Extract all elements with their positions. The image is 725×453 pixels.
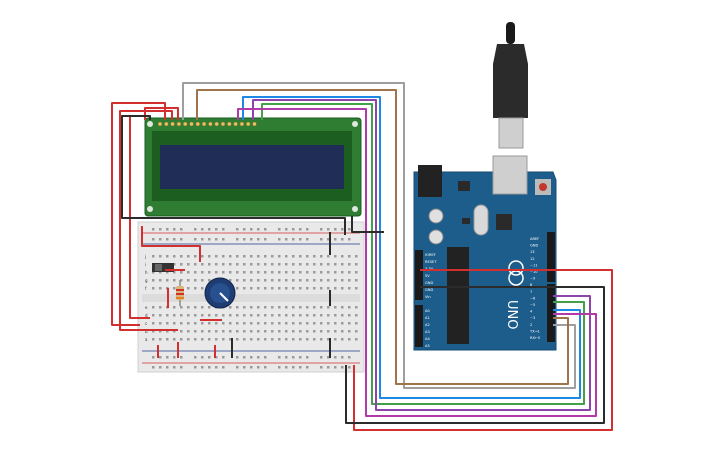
digital-pin-label: ~10	[530, 270, 538, 274]
wire-red-lcd-vdd	[144, 107, 179, 120]
board-brand-label: UNO	[504, 300, 519, 329]
row-letter: e	[145, 305, 148, 310]
power-pin-label: Vin	[425, 295, 431, 299]
power-pin-label: IOREF	[425, 253, 436, 257]
wire-magenta	[237, 108, 597, 417]
digital-pin-label: RX←0	[530, 336, 541, 340]
digital-pin-label: GND	[530, 244, 538, 248]
wire-red-5v-to-bb	[353, 269, 613, 431]
row-letter: a	[145, 337, 148, 342]
row-letter: f	[145, 286, 147, 291]
row-letter: i	[145, 262, 146, 267]
power-pin-label: GND	[425, 288, 433, 292]
wires	[111, 82, 613, 431]
wire-black-gnd-to-bb	[345, 286, 605, 424]
analog-pin-label: A1	[425, 316, 430, 320]
row-letter: j	[144, 254, 146, 259]
digital-pin-label: 4	[530, 310, 533, 314]
analog-pin-label: A4	[425, 337, 430, 341]
wire-red-left-inner	[119, 110, 178, 331]
wire-green	[261, 103, 585, 405]
digital-pin-label: 7	[530, 290, 532, 294]
analog-pin-label: A2	[425, 323, 430, 327]
usb-port	[492, 155, 528, 195]
wire-red-left-loop	[111, 102, 166, 326]
power-pin-label: 5V	[425, 274, 430, 278]
wire-black-lcd-gnd	[121, 115, 346, 235]
digital-pin-labels: AREF GND 13 12 ~11 ~10 ~9 8 7 ~6 ~5 4 ~3 2TX→1RX←0	[529, 237, 541, 340]
analog-pin-label: A0	[425, 309, 430, 313]
resistor[interactable]	[176, 280, 184, 306]
digital-pin-label: ~3	[530, 316, 535, 320]
lcd-screen	[160, 145, 344, 189]
power-pin-label: RESET	[425, 260, 437, 264]
digital-pin-label: ~11	[530, 263, 538, 267]
atmega-chip	[447, 247, 469, 344]
row-letter: d	[145, 313, 148, 318]
digital-pin-label: 2	[530, 323, 532, 327]
digital-pin-label: 8	[530, 283, 533, 287]
row-letter: h	[145, 270, 148, 275]
row-letter: b	[145, 329, 148, 334]
potentiometer[interactable]	[204, 277, 236, 309]
slide-switch[interactable]	[152, 263, 174, 272]
wire-blue	[242, 96, 581, 399]
wire-purple	[252, 99, 591, 411]
lcd-module	[144, 117, 362, 217]
analog-pin-label: A5	[425, 344, 430, 348]
row-letter: g	[145, 278, 148, 283]
digital-pin-label: ~6	[530, 296, 536, 300]
digital-pin-label: AREF	[530, 237, 539, 241]
digital-pin-label: ~5	[530, 303, 535, 307]
power-pin-label: GND	[425, 281, 433, 285]
wire-gray	[182, 82, 576, 389]
analog-pin-label: A3	[425, 330, 430, 334]
row-letter: c	[145, 321, 147, 326]
usb-cable	[493, 22, 528, 149]
wire-red-bb-top	[141, 226, 201, 262]
digital-pin-label: 12	[530, 257, 535, 261]
wire-brown	[196, 89, 569, 385]
reset-button-cap	[539, 183, 547, 191]
wire-red-left-short	[129, 117, 150, 319]
digital-pin-label: ~9	[530, 277, 536, 281]
lcd-header-pins	[157, 121, 257, 127]
digital-pin-label: TX→1	[529, 329, 540, 333]
power-jack	[418, 165, 442, 197]
digital-pin-label: 13	[530, 250, 535, 254]
breadboard-holes	[152, 228, 358, 369]
